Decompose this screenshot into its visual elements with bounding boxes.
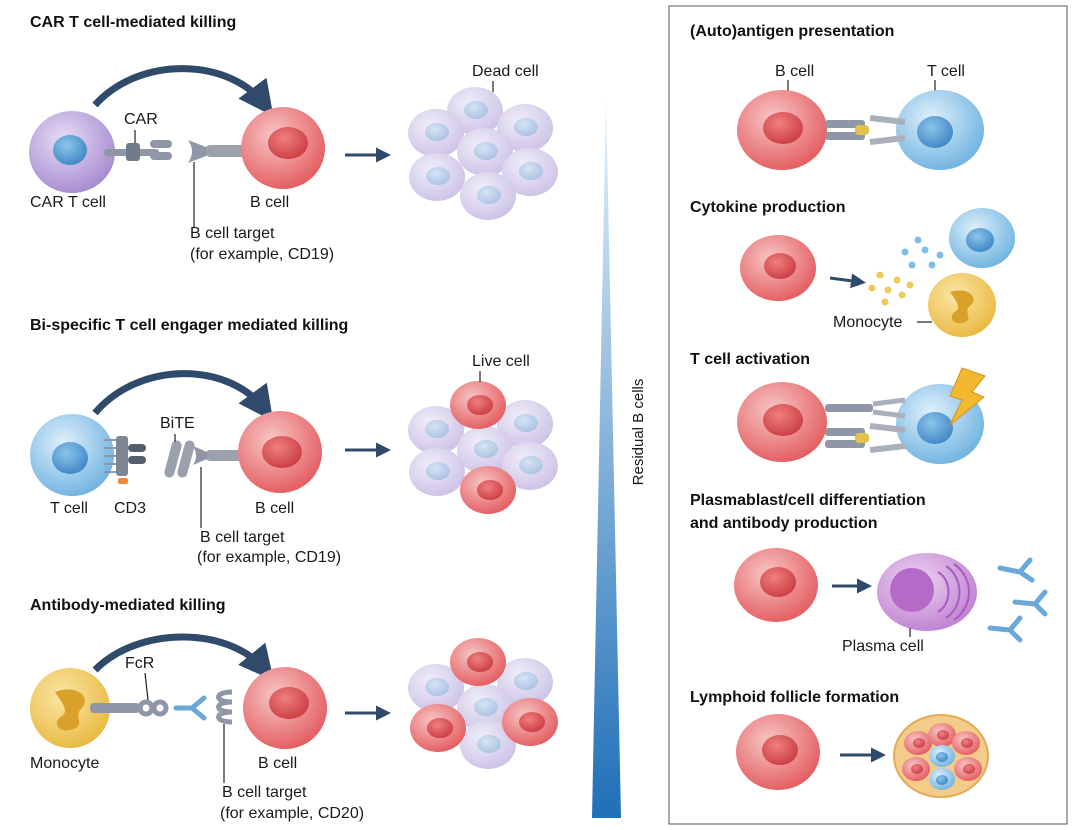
- bite-molecule-icon: [164, 440, 195, 478]
- residual-b-cells-gradient: Residual B cells: [592, 98, 647, 818]
- costimulation-complex-icon: [825, 397, 906, 453]
- car-label: CAR: [124, 111, 158, 128]
- car-curved-arrow: [92, 65, 274, 117]
- bite-panel: Bi-specific T cell engager mediated kill…: [30, 317, 558, 566]
- car-title: CAR T cell-mediated killing: [30, 14, 236, 31]
- antibody-target-line2: (for example, CD20): [220, 805, 364, 822]
- right-panel: (Auto)antigen presentation B cell T cell: [668, 5, 1068, 825]
- bite-cd19-target-icon: [193, 446, 243, 465]
- cd3-label: CD3: [114, 500, 146, 517]
- antigen-t-cell: [896, 90, 984, 170]
- monocyte-label: Monocyte: [30, 755, 99, 772]
- car-target-line2: (for example, CD19): [190, 246, 334, 263]
- live-cell-cluster: [408, 381, 558, 514]
- cytokine-arrow: [829, 273, 866, 289]
- cytokine-title: Cytokine production: [690, 199, 846, 216]
- antigen-section: (Auto)antigen presentation B cell T cell: [690, 23, 984, 170]
- fcr-label: FcR: [125, 655, 154, 672]
- plasma-cell-label: Plasma cell: [842, 638, 924, 655]
- plasma-b-cell: [734, 548, 818, 622]
- bite-target-line2: (for example, CD19): [197, 549, 341, 566]
- car-target-line1: B cell target: [190, 225, 275, 242]
- plasma-section: Plasmablast/cell differentiation and ant…: [690, 492, 1048, 655]
- dead-cell-cluster: [408, 87, 558, 220]
- bite-title: Bi-specific T cell engager mediated kill…: [30, 317, 348, 334]
- antibody-panel: Antibody-mediated killing FcR Monocyte B…: [30, 597, 558, 822]
- mixed-cell-cluster: [408, 638, 558, 769]
- car-b-cell-label: B cell: [250, 194, 289, 211]
- bite-b-cell-label: B cell: [255, 500, 294, 517]
- antibody-target-line1: B cell target: [222, 784, 307, 801]
- antigen-b-cell-label: B cell: [775, 63, 814, 80]
- antibody-curved-arrow: [92, 633, 274, 681]
- mhc-tcr-complex-icon: [825, 115, 906, 145]
- car-b-cell: [241, 107, 325, 189]
- bite-b-cell: [238, 411, 322, 493]
- fcr-receptor-icon: [90, 699, 169, 717]
- antibody-title: Antibody-mediated killing: [30, 597, 226, 614]
- cytokine-monocyte-label: Monocyte: [833, 314, 902, 331]
- cytokine-section: Cytokine production: [690, 199, 1015, 337]
- lymphoid-follicle: [893, 714, 989, 798]
- right-panel-border: [668, 5, 1068, 825]
- follicle-section: Lymphoid follicle formation: [690, 689, 989, 798]
- activation-title: T cell activation: [690, 351, 810, 368]
- bite-target-line1: B cell target: [200, 529, 285, 546]
- cd20-target-icon: [216, 689, 233, 725]
- antigen-t-cell-label: T cell: [927, 63, 965, 80]
- car-t-cell-label: CAR T cell: [30, 194, 106, 211]
- follicle-b-cell: [736, 714, 820, 790]
- car-t-cell: [29, 111, 115, 193]
- bite-label: BiTE: [160, 415, 195, 432]
- cytokine-dots: [868, 236, 944, 306]
- antigen-b-cell: [737, 90, 827, 170]
- plasma-title-line1: Plasmablast/cell differentiation: [690, 492, 926, 509]
- cytokine-b-cell: [740, 235, 816, 301]
- antibody-b-cell-label: B cell: [258, 755, 297, 772]
- cytokine-t-cell: [949, 208, 1015, 268]
- fcr-leader: [144, 672, 149, 701]
- cd3-receptor-icon: [104, 436, 146, 484]
- antigen-title: (Auto)antigen presentation: [690, 23, 894, 40]
- lightning-bolt-icon: [949, 367, 986, 426]
- bite-t-cell-label: T cell: [50, 500, 88, 517]
- bite-curved-arrow: [92, 370, 274, 422]
- monocyte-cell: [30, 668, 110, 748]
- plasma-cell: [877, 553, 977, 631]
- cd19-target-icon: [188, 140, 250, 163]
- activation-section: T cell activation: [690, 351, 986, 464]
- activation-b-cell: [737, 382, 827, 462]
- gradient-label: Residual B cells: [630, 379, 647, 486]
- antibody-icon: [173, 695, 207, 721]
- live-cell-label: Live cell: [472, 353, 530, 370]
- car-t-panel: CAR T cell-mediated killing CAR CAR T ce…: [29, 14, 558, 263]
- bite-t-cell: [30, 414, 114, 496]
- dead-cell-label: Dead cell: [472, 63, 539, 80]
- antibody-b-cell: [243, 667, 327, 749]
- car-receptor-icon: [104, 140, 172, 161]
- follicle-title: Lymphoid follicle formation: [690, 689, 899, 706]
- cytokine-monocyte: [928, 273, 996, 337]
- secreted-antibodies-icon: [987, 557, 1048, 643]
- plasma-title-line2: and antibody production: [690, 515, 878, 532]
